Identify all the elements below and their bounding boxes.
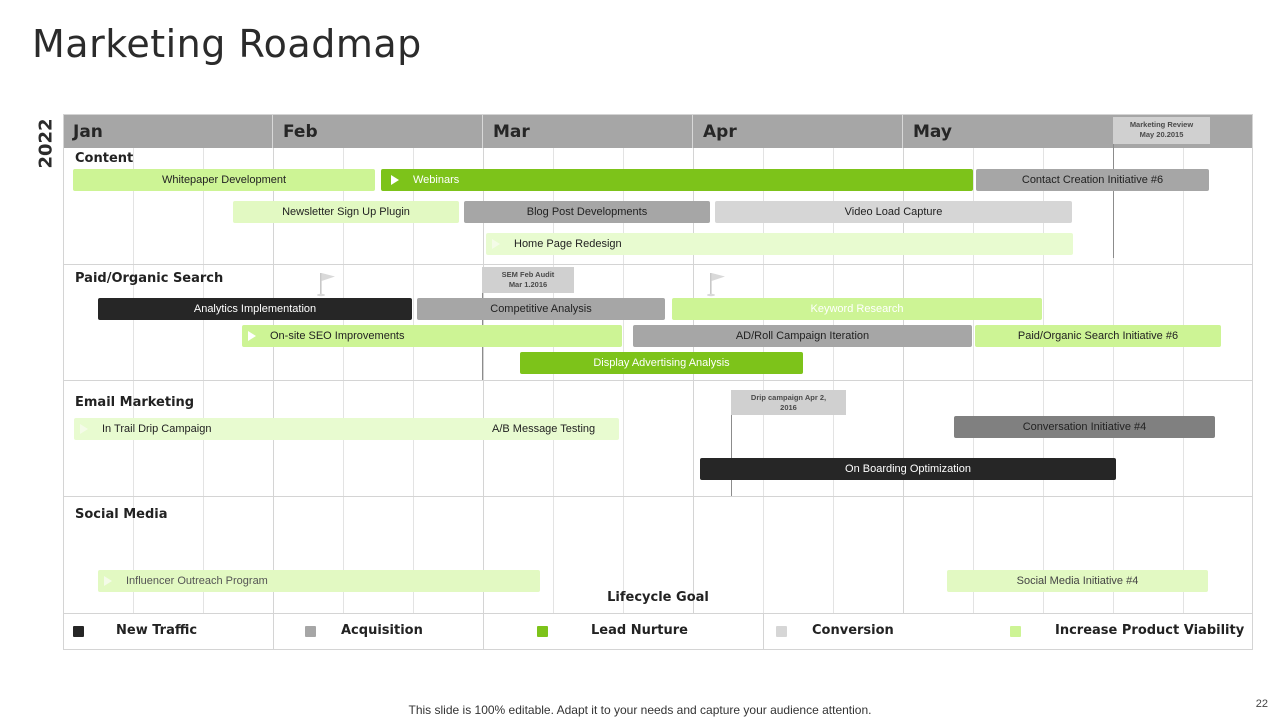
section-label-social-media: Social Media xyxy=(75,507,168,522)
roadmap-board: Jan Feb Mar Apr May Content Paid/Organic… xyxy=(63,114,1253,650)
task-bar-webinars[interactable]: Webinars xyxy=(381,169,973,191)
month-header-apr: Apr xyxy=(693,114,903,148)
legend-swatch xyxy=(1010,626,1021,637)
legend-swatch xyxy=(537,626,548,637)
task-bar-adroll-campaign-iteration[interactable]: AD/Roll Campaign Iteration xyxy=(633,325,972,347)
task-bar-contact-creation-initiative[interactable]: Contact Creation Initiative #6 xyxy=(976,169,1209,191)
legend-item-new-traffic: New Traffic xyxy=(63,614,273,650)
legend-divider xyxy=(63,613,1253,614)
task-bar-newsletter-sign-up-plugin[interactable]: Newsletter Sign Up Plugin xyxy=(233,201,459,223)
flag-icon xyxy=(707,273,725,297)
task-bar-home-page-redesign[interactable]: Home Page Redesign xyxy=(486,233,1073,255)
play-icon xyxy=(391,175,399,185)
flag-icon xyxy=(317,273,335,297)
legend-title: Lifecycle Goal xyxy=(607,590,709,605)
legend-swatch xyxy=(305,626,316,637)
task-bar-display-advertising-analysis[interactable]: Display Advertising Analysis xyxy=(520,352,803,374)
task-bar-paid-organic-search-initiative[interactable]: Paid/Organic Search Initiative #6 xyxy=(975,325,1221,347)
legend-item-lead-nurture: Lead Nurture xyxy=(483,614,764,650)
month-header-feb: Feb xyxy=(273,114,483,148)
drip-campaign-callout: Drip campaign Apr 2, 2016 xyxy=(731,390,846,415)
task-bar-competitive-analysis[interactable]: Competitive Analysis xyxy=(417,298,665,320)
play-icon xyxy=(104,576,112,586)
task-bar-video-load-capture[interactable]: Video Load Capture xyxy=(715,201,1072,223)
section-divider xyxy=(63,264,1253,265)
play-icon xyxy=(248,331,256,341)
section-label-content: Content xyxy=(75,151,134,166)
page-number: 22 xyxy=(1255,698,1268,710)
task-bar-keyword-research[interactable]: Keyword Research xyxy=(672,298,1042,320)
task-bar-on-boarding-optimization[interactable]: On Boarding Optimization xyxy=(700,458,1116,480)
section-divider xyxy=(63,380,1253,381)
task-bar-blog-post-developments[interactable]: Blog Post Developments xyxy=(464,201,710,223)
month-header-mar: Mar xyxy=(483,114,693,148)
task-bar-conversation-initiative[interactable]: Conversation Initiative #4 xyxy=(954,416,1215,438)
year-label: 2022 xyxy=(35,117,57,169)
legend-item-conversion: Conversion xyxy=(763,614,994,650)
section-divider xyxy=(63,496,1253,497)
task-bar-whitepaper-development[interactable]: Whitepaper Development xyxy=(73,169,375,191)
legend-swatch xyxy=(776,626,787,637)
legend-item-acquisition: Acquisition xyxy=(273,614,484,650)
task-bar-on-site-seo-improvements[interactable]: On-site SEO Improvements xyxy=(242,325,622,347)
legend-item-increase-product-viability: Increase Product Viability xyxy=(993,614,1253,650)
page-title: Marketing Roadmap xyxy=(32,22,422,66)
marketing-review-callout: Marketing Review May 20.2015 xyxy=(1113,117,1210,144)
month-header-jan: Jan xyxy=(63,114,273,148)
sem-audit-callout: SEM Feb Audit Mar 1.2016 xyxy=(482,267,574,293)
task-bar-social-media-initiative[interactable]: Social Media Initiative #4 xyxy=(947,570,1208,592)
play-icon xyxy=(492,239,500,249)
drip-campaign-marker-line xyxy=(731,414,732,496)
ab-message-testing-label: A/B Message Testing xyxy=(492,423,596,435)
task-bar-analytics-implementation[interactable]: Analytics Implementation xyxy=(98,298,412,320)
footer-note: This slide is 100% editable. Adapt it to… xyxy=(408,703,872,717)
section-label-paid-organic-search: Paid/Organic Search xyxy=(75,271,224,286)
marketing-review-marker-line xyxy=(1113,144,1114,258)
task-bar-influencer-outreach-program[interactable]: Influencer Outreach Program xyxy=(98,570,540,592)
legend-swatch xyxy=(73,626,84,637)
play-icon xyxy=(80,424,88,434)
section-label-email-marketing: Email Marketing xyxy=(75,395,195,410)
